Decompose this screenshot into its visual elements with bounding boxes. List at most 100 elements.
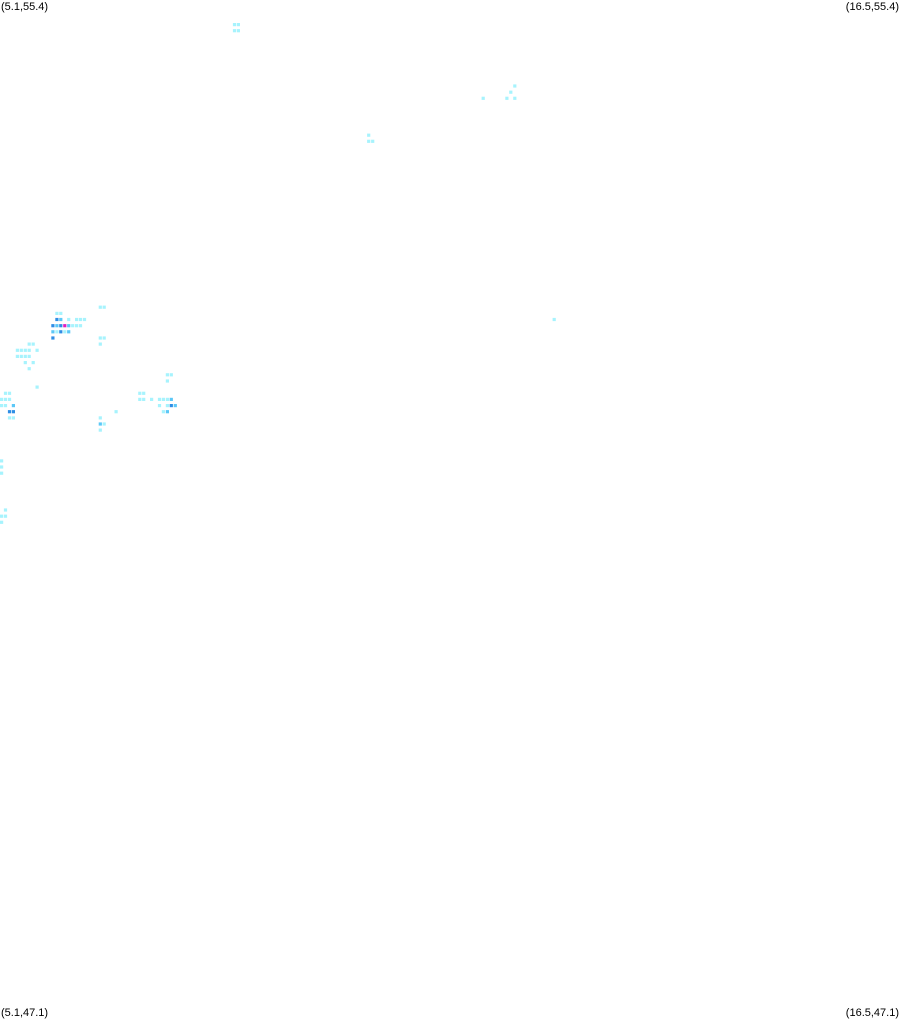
density-cell-0: [232, 23, 237, 27]
density-cell-27: [55, 324, 59, 328]
density-cell-16: [59, 317, 63, 322]
density-cell-7: [505, 96, 509, 100]
density-cell-54: [165, 373, 169, 377]
density-cell-1: [236, 23, 240, 27]
density-cell-87: [98, 422, 102, 426]
density-cell-85: [114, 410, 118, 414]
density-cell-55: [169, 373, 173, 377]
density-cell-18: [98, 305, 102, 309]
density-cell-74: [157, 397, 162, 401]
density-cell-84: [165, 410, 169, 414]
density-cell-81: [169, 404, 173, 408]
density-cell-48: [19, 354, 23, 358]
density-cell-94: [0, 514, 4, 518]
density-cell-40: [27, 342, 31, 346]
density-cell-68: [7, 416, 12, 420]
density-cell-65: [11, 404, 15, 408]
density-cell-95: [3, 514, 8, 518]
density-cell-4: [513, 84, 517, 88]
density-cell-50: [27, 354, 31, 358]
density-cell-35: [67, 330, 71, 334]
density-cell-86: [98, 416, 102, 420]
density-cell-23: [71, 324, 75, 328]
density-cell-62: [7, 397, 12, 401]
density-cell-42: [15, 348, 19, 352]
density-cell-96: [0, 520, 4, 524]
density-cell-8: [481, 96, 485, 100]
density-cell-76: [165, 397, 169, 401]
density-cell-79: [157, 404, 162, 408]
density-cell-32: [55, 330, 59, 334]
density-cell-2: [232, 29, 237, 33]
density-cell-71: [142, 391, 146, 395]
density-cell-92: [0, 471, 4, 475]
density-cell-72: [138, 397, 142, 401]
density-cell-39: [98, 342, 102, 346]
density-cell-46: [35, 348, 39, 352]
corner-label-bottom-left: (5.1,47.1): [1, 1007, 49, 1019]
density-cell-51: [23, 361, 27, 365]
density-cell-13: [55, 311, 59, 315]
density-cell-75: [161, 397, 165, 401]
density-cell-38: [102, 336, 106, 340]
density-cell-77: [169, 397, 173, 401]
density-cell-37: [98, 336, 102, 340]
density-cell-59: [7, 391, 12, 395]
density-cell-69: [11, 416, 15, 420]
density-cell-45: [27, 348, 31, 352]
density-cell-30: [67, 324, 71, 328]
density-cell-22: [82, 317, 87, 322]
density-cell-14: [59, 311, 63, 315]
density-cell-60: [0, 397, 4, 401]
density-cell-70: [138, 391, 142, 395]
density-cell-82: [173, 404, 177, 408]
density-cell-49: [23, 354, 27, 358]
density-cell-12: [552, 317, 556, 322]
density-cell-73: [142, 397, 146, 401]
density-cell-19: [102, 305, 106, 309]
density-cell-17: [67, 317, 71, 322]
density-cell-88: [102, 422, 106, 426]
density-cell-33: [59, 330, 63, 334]
density-cell-21: [78, 317, 83, 322]
density-cell-24: [75, 324, 79, 328]
density-cell-56: [165, 379, 169, 383]
density-cell-36: [51, 336, 55, 340]
density-cell-93: [3, 508, 8, 512]
density-cell-90: [0, 459, 4, 463]
density-cell-31: [51, 330, 55, 334]
corner-label-top-left: (5.1,55.4): [1, 1, 49, 13]
density-cell-64: [3, 404, 8, 408]
density-cell-11: [371, 139, 375, 143]
density-cell-89: [98, 428, 102, 432]
density-cell-67: [11, 410, 15, 414]
density-cell-80: [165, 404, 169, 408]
density-cell-20: [75, 317, 79, 322]
density-cell-63: [0, 404, 4, 408]
density-cell-91: [0, 465, 4, 469]
density-cell-41: [31, 342, 35, 346]
density-cell-78: [150, 397, 154, 401]
density-cell-6: [513, 96, 517, 100]
density-cell-9: [367, 133, 371, 137]
density-cell-28: [59, 324, 63, 328]
density-cell-15: [55, 317, 59, 322]
density-cell-34: [63, 330, 67, 334]
density-cell-52: [31, 361, 35, 365]
corner-label-top-right: (16.5,55.4): [845, 1, 899, 13]
corner-label-bottom-right: (16.5,47.1): [845, 1007, 899, 1019]
density-cell-44: [23, 348, 27, 352]
density-cell-26: [51, 324, 55, 328]
density-cell-5: [509, 90, 513, 94]
density-cell-3: [236, 29, 240, 33]
density-cell-53: [27, 367, 31, 371]
density-cell-10: [367, 139, 371, 143]
density-cell-58: [3, 391, 8, 395]
density-cell-66: [7, 410, 12, 414]
density-cell-29: [63, 324, 67, 328]
density-cell-57: [35, 385, 39, 389]
density-cell-61: [3, 397, 8, 401]
density-cell-25: [78, 324, 83, 328]
